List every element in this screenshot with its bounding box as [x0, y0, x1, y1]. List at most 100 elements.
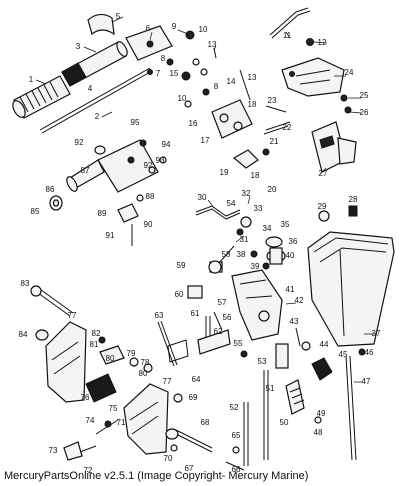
steering-tube: [345, 348, 366, 461]
tiller-bracket-arm: [125, 25, 174, 75]
callout-61: 61: [191, 309, 200, 318]
clamp-screw: [117, 194, 144, 246]
swivel-bracket: [231, 269, 283, 341]
callout-41: 41: [286, 285, 295, 294]
washers-left: [49, 139, 167, 211]
callout-60: 60: [175, 290, 184, 299]
callout-65: 65: [232, 431, 241, 440]
callout-79: 79: [127, 349, 136, 358]
callout-24: 24: [345, 68, 354, 77]
callout-63: 63: [155, 311, 164, 320]
callout-50: 50: [280, 418, 289, 427]
callout-12: 12: [318, 38, 327, 47]
callout-18: 18: [251, 171, 260, 180]
callout-49: 49: [317, 409, 326, 418]
callout-44: 44: [320, 340, 329, 349]
clamp-bolt: [30, 285, 74, 341]
callout-56: 56: [223, 313, 232, 322]
tiller-tube: [61, 41, 128, 87]
callout-76: 76: [81, 393, 90, 402]
callout-15: 15: [170, 69, 179, 78]
swivel-shaft-housing: [66, 139, 159, 193]
callout-10: 10: [178, 94, 187, 103]
callout-67: 67: [185, 464, 194, 473]
throttle-cable: [269, 7, 314, 46]
callout-14: 14: [227, 77, 236, 86]
callout-90: 90: [144, 220, 153, 229]
callout-31: 31: [240, 235, 249, 244]
stern-bracket-mounts: [275, 327, 311, 369]
callout-22: 22: [283, 123, 292, 132]
callout-11: 11: [283, 31, 292, 40]
callout-83: 83: [21, 279, 30, 288]
callout-9: 9: [172, 22, 177, 31]
callout-20: 20: [268, 185, 277, 194]
callout-70: 70: [164, 454, 173, 463]
callout-95: 95: [131, 118, 140, 127]
callout-1: 1: [29, 75, 34, 84]
callout-46: 46: [365, 348, 374, 357]
callout-8: 8: [161, 54, 166, 63]
callout-77: 77: [68, 311, 77, 320]
steering-bracket: [281, 57, 345, 97]
callout-30: 30: [198, 193, 207, 202]
callout-26: 26: [360, 108, 369, 117]
callout-81: 81: [90, 340, 99, 349]
callout-72: 72: [84, 466, 93, 475]
callout-58: 58: [222, 250, 231, 259]
tiller-grip: [12, 75, 71, 119]
callout-25: 25: [360, 91, 369, 100]
callout-8: 8: [214, 82, 219, 91]
callout-51: 51: [266, 384, 275, 393]
callout-48: 48: [314, 428, 323, 437]
callout-91: 91: [106, 231, 115, 240]
clamp-pad: [85, 336, 153, 403]
callout-13: 13: [248, 73, 257, 82]
callout-55: 55: [234, 339, 243, 348]
drive-shaft-housing: [307, 231, 395, 347]
callout-3: 3: [76, 42, 81, 51]
callout-40: 40: [286, 251, 295, 260]
image-credit: MercuryPartsOnline v2.5.1 (Image Copyrig…: [4, 470, 309, 482]
side-cover-right: [311, 121, 357, 173]
callout-34: 34: [263, 224, 272, 233]
callout-38: 38: [237, 250, 246, 259]
callout-78: 78: [141, 358, 150, 367]
callout-42: 42: [295, 296, 304, 305]
callout-52: 52: [230, 403, 239, 412]
callout-59: 59: [177, 261, 186, 270]
callout-27: 27: [319, 169, 328, 178]
callout-87: 87: [81, 166, 90, 175]
pins-and-links: [232, 105, 291, 169]
callout-62: 62: [214, 327, 223, 336]
callout-92: 92: [75, 138, 84, 147]
callout-68: 68: [201, 418, 210, 427]
shift-lever: [187, 245, 235, 299]
callout-39: 39: [251, 262, 260, 271]
callout-6: 6: [146, 24, 151, 33]
callout-17: 17: [201, 136, 210, 145]
callout-10: 10: [199, 25, 208, 34]
reverse-lock-springs: [285, 357, 333, 424]
callout-69: 69: [189, 393, 198, 402]
callout-45: 45: [339, 350, 348, 359]
tiller-clamp: [87, 13, 115, 36]
tilt-tube: [165, 428, 213, 453]
callout-37: 37: [372, 329, 381, 338]
shift-rod-lower: [225, 370, 269, 471]
callout-71: 71: [117, 418, 126, 427]
callout-35: 35: [281, 220, 290, 229]
swivel-plate: [211, 69, 253, 139]
callout-29: 29: [318, 202, 327, 211]
callout-80: 80: [106, 354, 115, 363]
callout-84: 84: [19, 330, 28, 339]
callout-88: 88: [146, 192, 155, 201]
callout-92: 92: [144, 161, 153, 170]
callout-28: 28: [349, 195, 358, 204]
callout-77: 77: [163, 377, 172, 386]
callout-85: 85: [31, 207, 40, 216]
callout-75: 75: [109, 404, 118, 413]
callout-57: 57: [218, 298, 227, 307]
